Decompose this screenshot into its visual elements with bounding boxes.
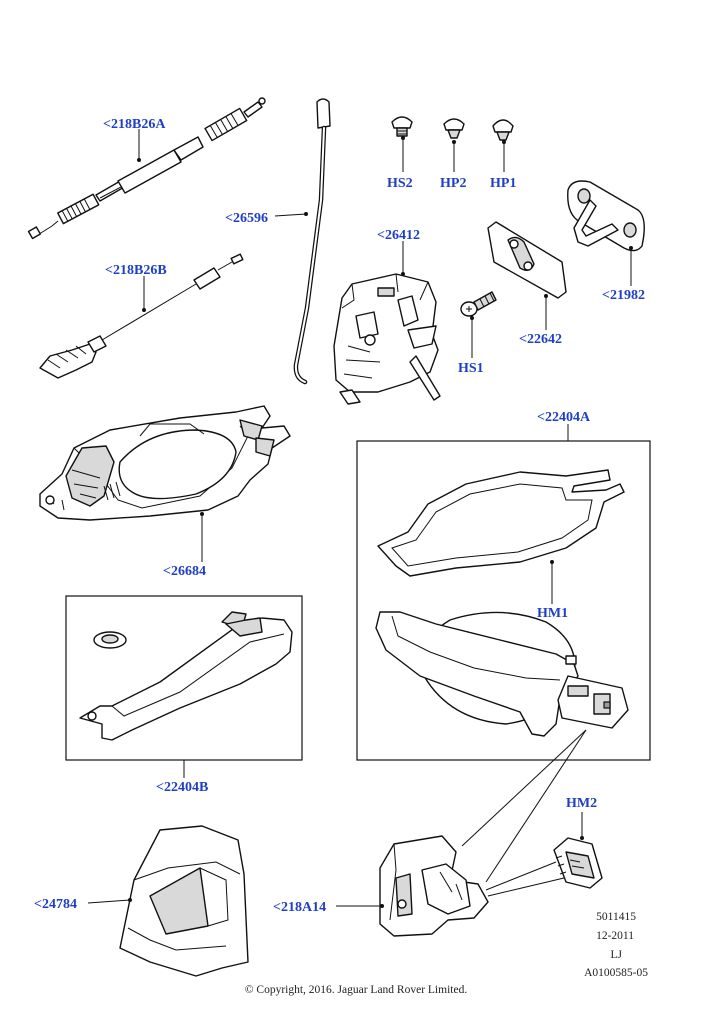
- callout-HM2[interactable]: HM2: [566, 796, 597, 811]
- rod-26596-drawing: [293, 98, 331, 385]
- cable-218B26A-drawing: [27, 97, 266, 240]
- callout-26596[interactable]: <26596: [225, 211, 268, 226]
- plug-HP2-drawing: [443, 118, 465, 139]
- plate-22642-drawing: [487, 221, 567, 299]
- latch-26412-drawing: [333, 273, 441, 405]
- illustration-id: A0100585-05: [584, 967, 648, 979]
- callout-HP1[interactable]: HP1: [490, 176, 516, 191]
- callout-24784[interactable]: <24784: [34, 897, 77, 912]
- cable-218B26B-drawing: [39, 253, 244, 379]
- drawing-ref-number: 5011415: [596, 911, 636, 923]
- callout-21982[interactable]: <21982: [602, 288, 645, 303]
- handle-22404B-drawing: [79, 611, 293, 741]
- callout-22404B[interactable]: <22404B: [156, 780, 208, 795]
- cover-24784-drawing: [119, 825, 249, 977]
- callout-218B26A[interactable]: <218B26A: [103, 117, 166, 132]
- housing-26684-drawing: [39, 405, 291, 521]
- copyright-notice: © Copyright, 2016. Jaguar Land Rover Lim…: [245, 984, 468, 996]
- callout-218B26B[interactable]: <218B26B: [105, 263, 167, 278]
- callout-HP2[interactable]: HP2: [440, 176, 466, 191]
- striker-21982-drawing: [567, 180, 645, 252]
- leader-lines: [87, 129, 633, 908]
- callout-218A14[interactable]: <218A14: [273, 900, 326, 915]
- screw-HS1-drawing: [460, 291, 497, 317]
- bracket-218A14-drawing: [379, 835, 489, 937]
- group-box-22404A: [356, 440, 651, 761]
- clip-HM2-drawing: [553, 837, 603, 889]
- handle-assembly-22404A-drawing: [375, 611, 629, 737]
- callout-HS2[interactable]: HS2: [387, 176, 413, 191]
- callout-26684[interactable]: <26684: [163, 564, 206, 579]
- callout-22404A[interactable]: <22404A: [537, 410, 591, 425]
- callout-HS1[interactable]: HS1: [458, 361, 484, 376]
- drawing-date: 12-2011: [596, 930, 634, 942]
- gasket-HM1-drawing: [377, 469, 625, 577]
- callout-HM1[interactable]: HM1: [537, 606, 568, 621]
- callout-22642[interactable]: <22642: [519, 332, 562, 347]
- fastener-HS2-drawing: [391, 116, 413, 137]
- drawing-initials: LJ: [611, 949, 623, 961]
- callout-26412[interactable]: <26412: [377, 228, 420, 243]
- plug-HP1-drawing: [492, 119, 514, 141]
